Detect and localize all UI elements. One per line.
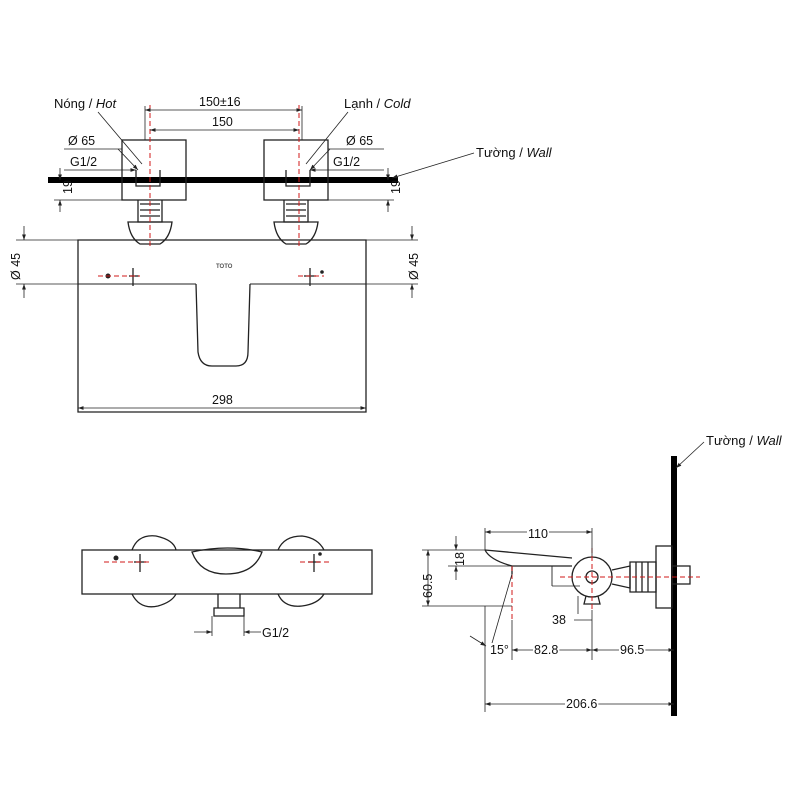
bottom-outlet: [213, 594, 245, 617]
overall-width: 298: [212, 393, 233, 407]
spout-depth: 82.8: [534, 643, 558, 657]
dim-label-bg: [345, 134, 375, 148]
spout-reach: 110: [528, 527, 548, 541]
body-dia-left: Ø 45: [9, 253, 23, 280]
wall-gap-right: 19: [389, 180, 403, 194]
bottom-left-handle: [131, 535, 177, 608]
dim-label-bg: [69, 155, 99, 169]
bottom-right-handle: [277, 535, 325, 607]
bottom-body: [81, 549, 373, 595]
bottom-view: G1/2: [81, 535, 373, 640]
dim-label-bg: [332, 155, 362, 169]
dim-label-bg: [67, 134, 97, 148]
total-depth: 206.6: [566, 697, 597, 711]
brand-mark: TOTO: [216, 264, 233, 270]
total-height: 60.5: [421, 574, 435, 598]
dim-label-bg: [211, 393, 234, 407]
side-view: Tường / Wall 110 60.5 18: [421, 433, 783, 716]
top-offset: 18: [453, 552, 467, 566]
dim-150: 150: [212, 115, 233, 129]
body-depth: 96.5: [620, 643, 644, 657]
wall-label-side: Tường / Wall: [706, 433, 783, 448]
bottom-spout-opening: [191, 547, 263, 575]
valve-body: [77, 239, 367, 413]
hot-handle-marker: [105, 268, 139, 286]
thread-right: G1/2: [333, 155, 360, 169]
side-spout: [484, 549, 573, 574]
dim-label-bg: [261, 626, 291, 640]
cold-label: Lạnh / Cold: [344, 96, 411, 111]
hot-label: Nóng / Hot: [54, 96, 118, 111]
outlet-drop: 38: [552, 613, 566, 627]
wall-label-top: Tường / Wall: [476, 145, 553, 160]
left-nut: [127, 221, 173, 245]
body-dia-right: Ø 45: [407, 253, 421, 280]
dim-label-bg: [551, 613, 567, 627]
dim-label-bg: [489, 643, 510, 657]
thread-left: G1/2: [70, 155, 97, 169]
dim-150-16: 150±16: [199, 95, 241, 109]
cover-dia-right: Ø 65: [346, 134, 373, 148]
dim-label-bg: [619, 643, 646, 657]
right-nut: [273, 221, 319, 245]
dim-label-bg: [533, 643, 560, 657]
outlet-thread: G1/2: [262, 626, 289, 640]
cold-handle-marker: [304, 268, 324, 286]
wall-gap-left: 19: [61, 180, 75, 194]
dim-label-bg: [565, 697, 599, 711]
spout-front: [195, 283, 251, 367]
spout-angle: 15°: [490, 643, 509, 657]
bottom-hot-marker: [113, 554, 146, 572]
front-view: TOTO 150±16 150 Nóng / Hot Lạnh / Cold: [9, 95, 553, 413]
dim-label-bg: [198, 95, 242, 109]
dim-label-bg: [527, 527, 549, 541]
dim-label-bg: [211, 115, 234, 129]
cover-dia-left: Ø 65: [68, 134, 95, 148]
